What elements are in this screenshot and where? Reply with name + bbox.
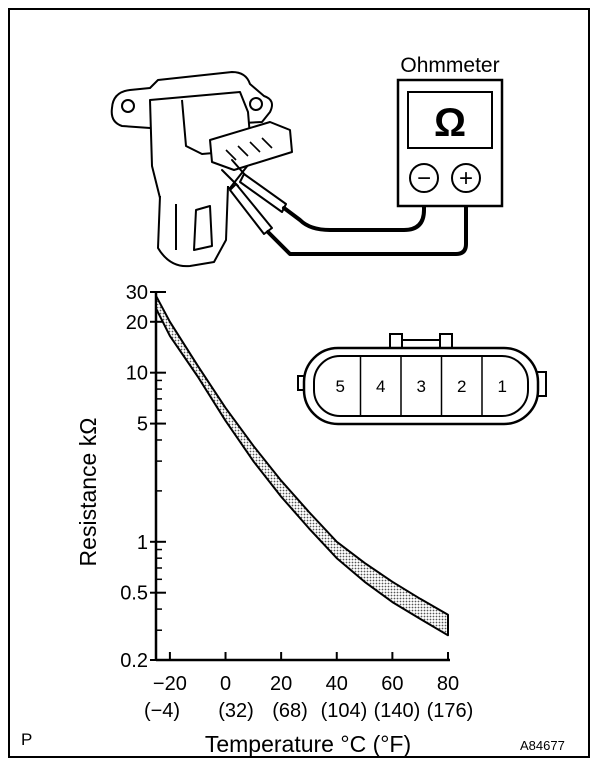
sensor-probe: [157, 185, 229, 268]
x-tick-label-celsius: −20: [153, 673, 187, 695]
ohmmeter-label: Ohmmeter: [400, 54, 499, 77]
sensor-connector-socket: [209, 121, 293, 171]
x-tick-label-celsius: 0: [220, 673, 231, 695]
sensor-probe-detail: [175, 204, 213, 251]
x-tick-label-fahrenheit: (140): [374, 700, 421, 722]
ohmmeter-omega: Ω: [434, 101, 466, 145]
y-tick-label: 20: [126, 312, 148, 334]
socket-pins: [225, 137, 273, 161]
pin-label: 5: [336, 377, 345, 396]
x-tick-label-celsius: 40: [326, 673, 348, 695]
ohmmeter-display: [407, 91, 493, 149]
y-tick-label: 10: [126, 363, 148, 385]
y-tick-label: 0.2: [120, 650, 148, 672]
x-tick-label-fahrenheit: (68): [272, 700, 308, 722]
x-axis-label: Temperature °C (°F): [205, 731, 411, 757]
pin-label: 3: [417, 377, 426, 396]
connector-inner: [313, 355, 529, 417]
y-tick-label: 5: [137, 414, 148, 436]
pin-label: 1: [498, 377, 507, 396]
sensor-body: [149, 91, 253, 199]
terminal-positive: [451, 163, 481, 193]
y-tick-label: 1: [137, 532, 148, 554]
figure-corner-letter: P: [21, 730, 33, 749]
terminal-positive-sign: +: [459, 165, 473, 192]
x-tick-label-celsius: 80: [437, 673, 459, 695]
lead-positive: [266, 194, 468, 256]
probe-negative-handle: [239, 173, 287, 213]
y-axis-label: Resistance kΩ: [75, 418, 101, 567]
terminal-negative: [409, 163, 439, 193]
x-tick-label-celsius: 20: [270, 673, 292, 695]
x-tick-label-fahrenheit: (−4): [144, 700, 180, 722]
x-tick-label-celsius: 60: [381, 673, 403, 695]
test-leads: [221, 159, 468, 256]
probe-positive-handle: [229, 183, 273, 235]
x-tick-label-fahrenheit: (104): [321, 700, 368, 722]
terminal-negative-sign: −: [417, 165, 431, 192]
figure-code: A84677: [520, 738, 565, 753]
pin-label: 4: [376, 377, 385, 396]
sensor-illustration: [110, 71, 293, 268]
y-tick-label: 30: [126, 282, 148, 304]
flange-hole-right: [249, 97, 263, 111]
y-tick-label: 0.5: [120, 583, 148, 605]
x-tick-label-fahrenheit: (32): [218, 700, 254, 722]
ohmmeter: Ohmmeter Ω − +: [396, 54, 504, 208]
connector-face: 5 4 3 2 1: [297, 333, 547, 426]
x-tick-label-fahrenheit: (176): [427, 700, 474, 722]
pin-label: 2: [457, 377, 466, 396]
resistance-tolerance-band: [155, 294, 449, 637]
resistance-chart: 30 20 10 5 1 0.5 0.2−20 (−4) 0 (32) 20 (68) 40 (104) 6…: [120, 282, 473, 722]
lead-negative: [282, 192, 426, 232]
flange-hole-left: [121, 99, 135, 113]
figure-frame: [8, 8, 590, 758]
connector-pins: 5 4 3 2 1: [336, 356, 507, 416]
